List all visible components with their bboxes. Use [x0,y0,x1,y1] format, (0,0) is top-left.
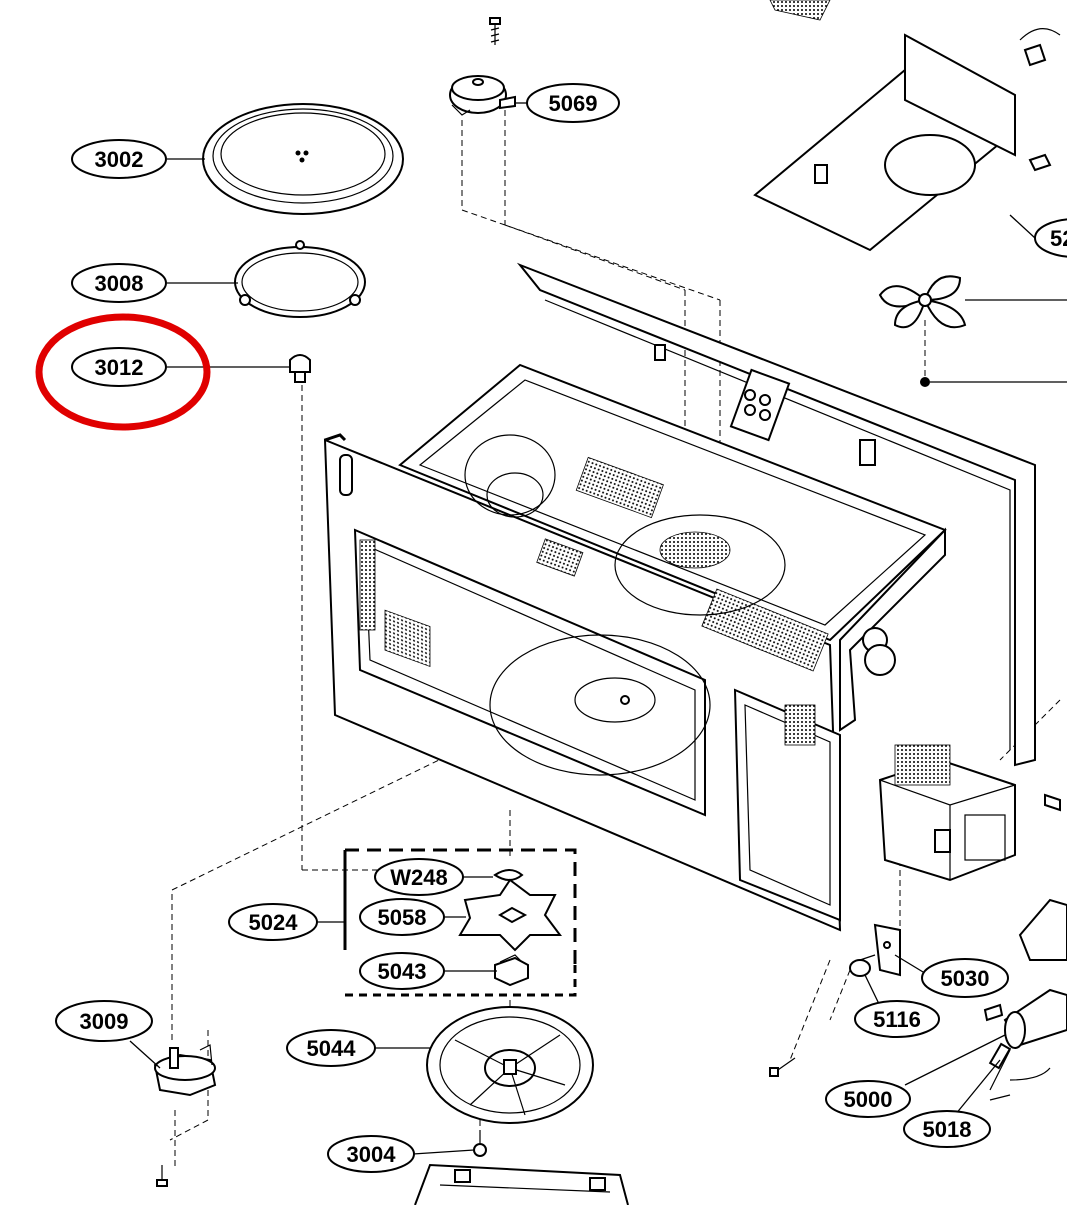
callout-W248[interactable]: W248 [374,858,464,896]
callout-5069[interactable]: 5069 [526,83,620,123]
callout-3012[interactable]: 3012 [35,313,211,431]
callout-3004-text: 3004 [347,1142,397,1167]
roller-ring [234,240,366,318]
turntable-glass-tray [202,103,404,215]
callout-5030-text: 5030 [941,966,990,991]
callout-5058-text: 5058 [378,905,427,930]
callout-W248-text: W248 [390,865,447,890]
callout-5018[interactable]: 5018 [903,1110,991,1148]
microwave-cavity [323,262,1036,932]
callout-5018-text: 5018 [923,1117,972,1142]
callout-5000[interactable]: 5000 [825,1080,911,1118]
turntable-motor [153,1044,217,1097]
stirrer-fan [878,275,1067,387]
callout-3009[interactable]: 3009 [55,1000,153,1042]
stirrer-assembly-box [343,848,577,997]
leader-lines [129,102,1036,1155]
callout-5116[interactable]: 5116 [854,1000,940,1038]
bottom-plate [414,1163,629,1205]
callout-5000-text: 5000 [844,1087,893,1112]
callout-5024-text: 5024 [249,910,299,935]
coupler [289,354,311,383]
callout-3009-text: 3009 [80,1009,129,1034]
fan-motor-bracket [753,0,1061,252]
stirrer-cover [426,1006,594,1124]
fan-motor-part [449,75,516,116]
mounting-screw-top [489,17,501,45]
callout-3002-text: 3002 [95,147,144,172]
highlight-circle [35,313,211,431]
callout-5058[interactable]: 5058 [359,898,445,936]
callout-3012-text: 3012 [95,355,144,380]
callout-5044-text: 5044 [307,1036,357,1061]
callout-3002[interactable]: 3002 [71,139,167,179]
callout-3004[interactable]: 3004 [327,1135,415,1173]
right-side-parts [983,153,1067,1101]
callout-5043-text: 5043 [378,959,427,984]
thermal-fuse [849,923,901,977]
callout-5044[interactable]: 5044 [286,1029,376,1067]
callout-5043[interactable]: 5043 [359,952,445,990]
callout-5030[interactable]: 5030 [921,958,1009,998]
callout-5024[interactable]: 5024 [228,903,318,941]
callout-5069-text: 5069 [549,91,598,116]
callout-3008-text: 3008 [95,271,144,296]
callout-3008[interactable]: 3008 [71,263,167,303]
magnetron [878,744,1016,882]
callout-52-partial[interactable]: 52 [1034,218,1067,258]
callout-52-text: 52 [1050,226,1067,251]
callout-5116-text: 5116 [873,1007,921,1032]
